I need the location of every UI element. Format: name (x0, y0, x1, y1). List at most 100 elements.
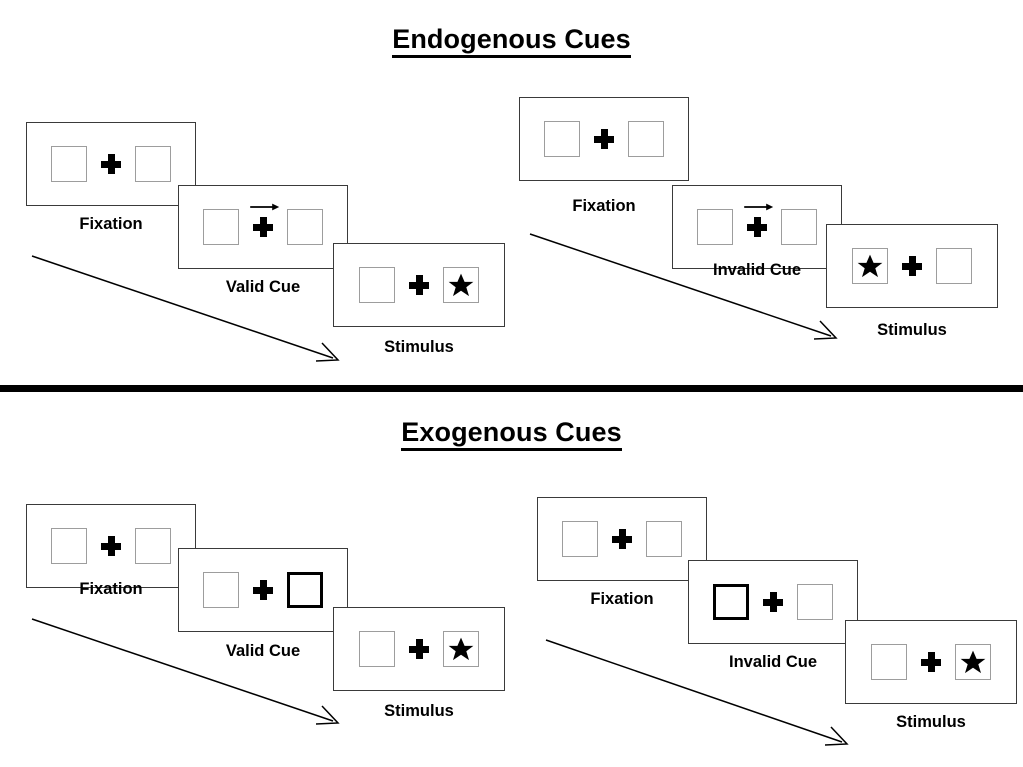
label-text: Fixation (79, 215, 143, 233)
frame-endogenous-valid-cue (178, 185, 348, 269)
label-text: Invalid Cue (712, 261, 802, 279)
frame-label-exogenous-invalid-stimulus: Stimulus (845, 713, 1017, 732)
frame-endogenous-valid-fixation (26, 122, 196, 206)
right-box (628, 121, 664, 157)
right-box (955, 644, 991, 680)
label-text: Fixation (79, 580, 143, 598)
fixation-cross-icon (594, 129, 614, 149)
frame-endogenous-valid-stimulus (333, 243, 505, 327)
frame-exogenous-valid-fixation (26, 504, 196, 588)
frame-label-exogenous-valid-cue: Valid Cue (178, 642, 348, 661)
fixation-cross-wrap (888, 256, 936, 276)
arrow-right-cue-icon (744, 203, 774, 211)
frame-label-endogenous-valid-stimulus: Stimulus (333, 338, 505, 357)
fixation-cross-icon (101, 154, 121, 174)
fixation-cross-wrap (580, 129, 628, 149)
star-target-icon (448, 273, 474, 297)
left-box (562, 521, 598, 557)
frame-content (359, 631, 479, 667)
frame-content (51, 528, 171, 564)
fixation-cross-wrap (87, 154, 135, 174)
fixation-cross-wrap (395, 275, 443, 295)
frame-content (203, 203, 323, 245)
left-box (203, 572, 239, 608)
label-text: Fixation (572, 197, 636, 215)
fixation-cross-wrap (749, 592, 797, 612)
frame-label-exogenous-invalid-cue: Invalid Cue (688, 653, 858, 672)
right-box (781, 209, 817, 245)
frame-content (697, 203, 817, 245)
frame-label-endogenous-valid-fixation: Fixation (26, 215, 196, 234)
arrow-right-cue-icon (250, 203, 280, 211)
left-box (852, 248, 888, 284)
label-text: Invalid Cue (728, 653, 818, 671)
right-box-cued (287, 572, 323, 608)
frame-endogenous-invalid-stimulus (826, 224, 998, 308)
right-box (936, 248, 972, 284)
label-text: Stimulus (384, 702, 454, 720)
frame-exogenous-valid-cue (178, 548, 348, 632)
fixation-cross-icon (612, 529, 632, 549)
frame-label-exogenous-invalid-fixation: Fixation (537, 590, 707, 609)
frame-content (51, 146, 171, 182)
frame-label-exogenous-valid-fixation: Fixation (26, 580, 196, 599)
right-box (287, 209, 323, 245)
frame-label-exogenous-valid-stimulus: Stimulus (333, 702, 505, 721)
label-text: Stimulus (384, 338, 454, 356)
left-box (871, 644, 907, 680)
frame-label-endogenous-invalid-fixation: Fixation (519, 197, 689, 216)
frame-label-endogenous-valid-cue: Valid Cue (178, 278, 348, 297)
frame-content (203, 572, 323, 608)
section-divider (0, 385, 1023, 392)
fixation-cross-wrap (239, 580, 287, 600)
fixation-cross-icon (921, 652, 941, 672)
right-box (443, 631, 479, 667)
star-target-icon (960, 650, 986, 674)
left-box (203, 209, 239, 245)
star-target-icon (857, 254, 883, 278)
frame-label-endogenous-invalid-cue: Invalid Cue (672, 261, 842, 280)
fixation-cross-wrap (87, 536, 135, 556)
label-text: Stimulus (896, 713, 966, 731)
fixation-cross-wrap (395, 639, 443, 659)
fixation-cross-wrap (239, 203, 287, 237)
fixation-cross-icon (253, 580, 273, 600)
frame-content (562, 521, 682, 557)
frame-content (852, 248, 972, 284)
section-title-exogenous-text: Exogenous Cues (401, 417, 622, 451)
section-title-exogenous: Exogenous Cues (0, 417, 1023, 451)
frame-content (871, 644, 991, 680)
frame-exogenous-invalid-stimulus (845, 620, 1017, 704)
fixation-cross-icon (747, 217, 767, 237)
label-text: Stimulus (877, 321, 947, 339)
right-box (797, 584, 833, 620)
label-text: Fixation (590, 590, 654, 608)
time-arrow-exogenous-invalid (545, 639, 849, 746)
right-box (646, 521, 682, 557)
frame-exogenous-invalid-fixation (537, 497, 707, 581)
fixation-cross-wrap (733, 203, 781, 237)
frame-endogenous-invalid-fixation (519, 97, 689, 181)
fixation-cross-icon (101, 536, 121, 556)
label-text: Valid Cue (225, 642, 301, 660)
frame-label-endogenous-invalid-stimulus: Stimulus (826, 321, 998, 340)
label-text: Valid Cue (225, 278, 301, 296)
star-target-icon (448, 637, 474, 661)
frame-exogenous-invalid-cue (688, 560, 858, 644)
left-box-cued (713, 584, 749, 620)
right-box (135, 146, 171, 182)
frame-exogenous-valid-stimulus (333, 607, 505, 691)
fixation-cross-icon (902, 256, 922, 276)
left-box (51, 528, 87, 564)
right-box (135, 528, 171, 564)
frame-content (544, 121, 664, 157)
left-box (697, 209, 733, 245)
left-box (359, 631, 395, 667)
left-box (359, 267, 395, 303)
frame-content (359, 267, 479, 303)
fixation-cross-icon (409, 275, 429, 295)
fixation-cross-icon (763, 592, 783, 612)
left-box (51, 146, 87, 182)
fixation-cross-wrap (598, 529, 646, 549)
fixation-cross-icon (409, 639, 429, 659)
